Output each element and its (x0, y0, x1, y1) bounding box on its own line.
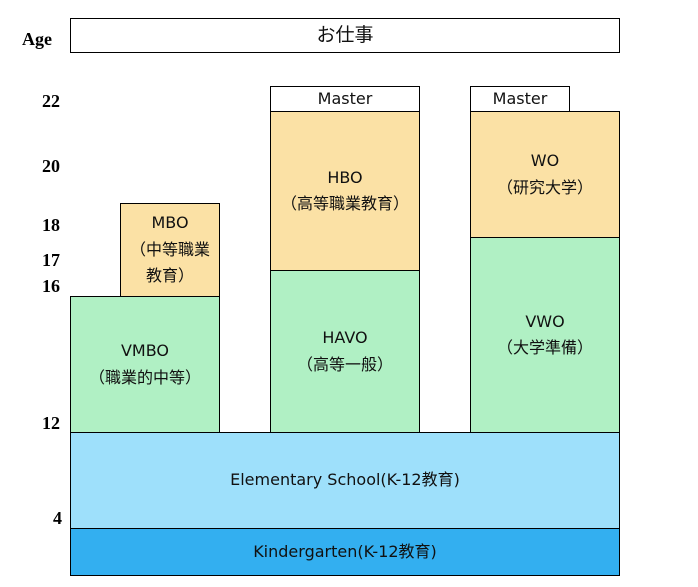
elementary-school-label: Elementary School(K-12教育) (230, 470, 460, 490)
age-tick-22: 22 (42, 91, 60, 111)
vwo-label: VWO (525, 311, 565, 331)
kindergarten-label: Kindergarten(K-12教育) (253, 541, 437, 561)
havo-desc: （高等一般） (296, 354, 393, 374)
age-tick-4: 4 (53, 508, 62, 528)
havo-master-box: Master (270, 86, 420, 112)
kindergarten-box: Kindergarten(K-12教育) (70, 528, 620, 576)
elementary-school-box: Elementary School(K-12教育) (70, 432, 620, 529)
vmbo-desc: （職業的中等） (88, 367, 201, 387)
vwo-master-box: Master (470, 86, 570, 112)
work-header-label: お仕事 (316, 23, 374, 46)
wo-label: WO (530, 151, 560, 171)
wo-desc: （研究大学） (496, 177, 593, 197)
mbo-label: MBO (151, 213, 189, 233)
vmbo-box: VMBO （職業的中等） (70, 296, 220, 433)
hbo-label: HBO (327, 167, 363, 187)
age-tick-12: 12 (42, 413, 60, 433)
hbo-desc: （高等職業教育） (280, 194, 409, 213)
age-tick-16: 16 (42, 276, 60, 296)
havo-box: HAVO （高等一般） (270, 270, 420, 433)
vwo-desc: （大学準備） (496, 338, 593, 357)
havo-label: HAVO (322, 328, 368, 348)
mbo-desc-line2: 教育） (145, 266, 194, 286)
age-tick-18: 18 (42, 215, 60, 235)
mbo-desc-line1: （中等職業 (129, 239, 210, 259)
age-axis-title: Age (22, 29, 52, 49)
hbo-box: HBO （高等職業教育） (270, 111, 420, 271)
wo-box: WO （研究大学） (470, 111, 620, 238)
vwo-master-label: Master (492, 89, 548, 108)
age-tick-20: 20 (42, 156, 60, 176)
havo-master-label: Master (317, 89, 373, 108)
mbo-box: MBO （中等職業 教育） (120, 203, 220, 297)
age-tick-17: 17 (42, 250, 60, 270)
vwo-box: VWO （大学準備） (470, 237, 620, 433)
vmbo-label: VMBO (120, 341, 170, 361)
work-header: お仕事 (70, 18, 620, 53)
